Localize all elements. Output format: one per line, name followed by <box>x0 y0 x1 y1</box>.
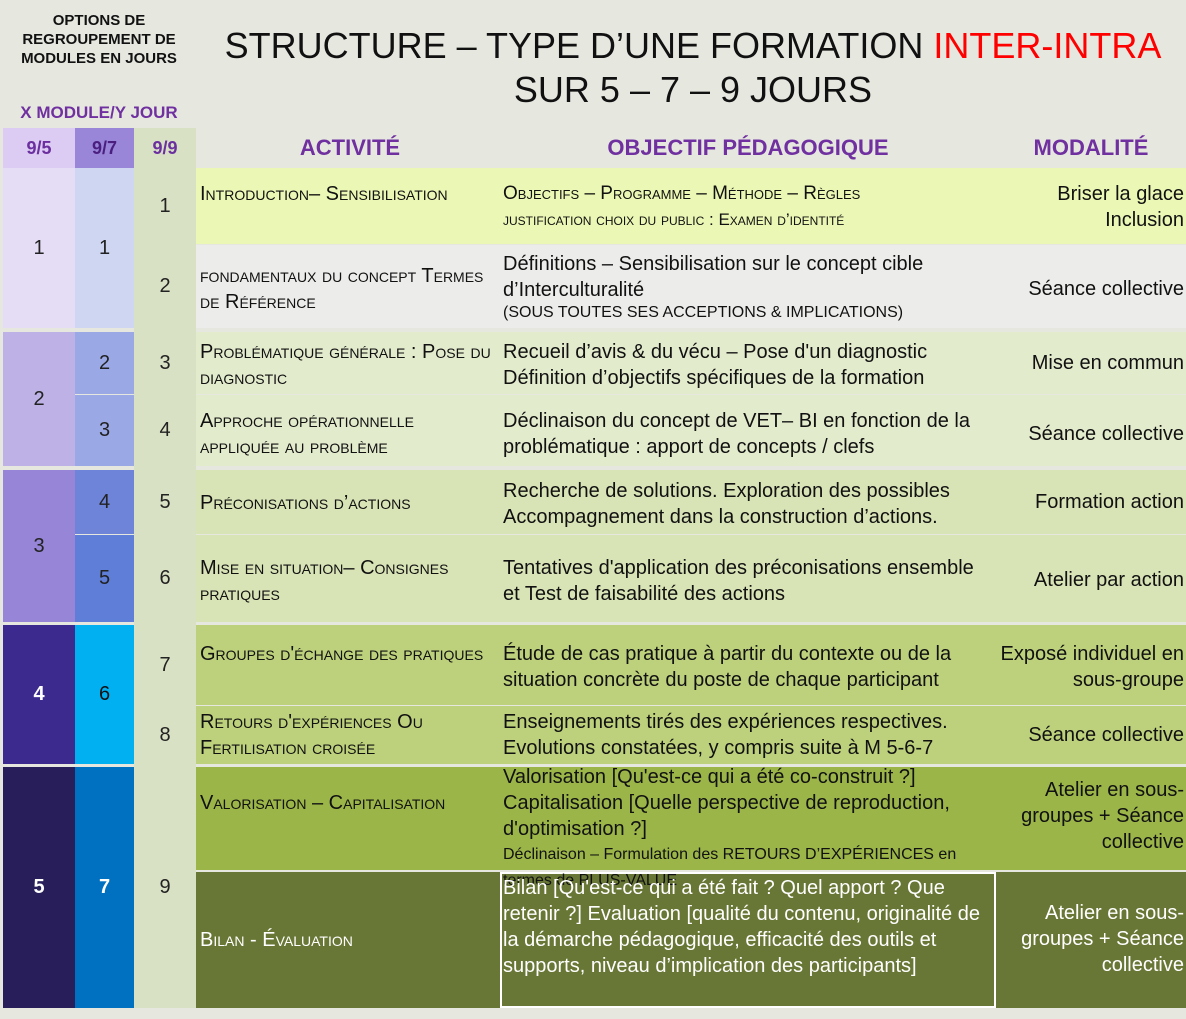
module-num-9: 9 <box>159 876 171 898</box>
group97-7: 7 <box>75 767 134 1008</box>
group97-6: 6 <box>75 625 134 764</box>
objective-1: Objectifs – Programme – Méthode – Règles… <box>503 181 993 233</box>
modality-3: Mise en commun <box>1031 352 1184 374</box>
group95-1: 1 <box>3 168 75 328</box>
modality-7: Exposé individuel en sous-groupe <box>1000 643 1184 691</box>
objective-6: Tentatives d'application des préconisati… <box>503 557 974 605</box>
activity-6: Mise en situation– Consignes pratiques <box>200 557 449 605</box>
bilan-objective-box <box>500 872 996 1008</box>
objective-1-line2: justification choix du public : Examen d… <box>503 210 845 229</box>
row-bg-9 <box>196 767 1186 870</box>
modality-9: Atelier en sous-groupes + Séance collect… <box>1021 779 1184 853</box>
row-bg-2 <box>196 245 1186 328</box>
group97-1: 1 <box>75 168 134 328</box>
module-num-2: 2 <box>159 275 171 297</box>
activity-1: Introduction– Sensibilisation <box>200 183 448 205</box>
row-bg-1 <box>196 168 1186 244</box>
objective-2-line2: (SOUS TOUTES SES ACCEPTIONS & IMPLICATIO… <box>503 304 904 321</box>
objective-2-line1: Définitions – Sensibilisation sur le con… <box>503 253 924 301</box>
activity-9: Valorisation – Capitalisation <box>200 792 446 814</box>
modality-1: Briser la glace Inclusion <box>1057 183 1184 231</box>
objective-4: Déclinaison du concept de VET– BI en fon… <box>503 410 970 458</box>
objective-10: Bilan [Qu'est-ce qui a été fait ? Quel a… <box>503 877 980 977</box>
modality-4: Séance collective <box>1028 423 1184 445</box>
group97-4: 4 <box>75 470 134 534</box>
col-header-activity: ACTIVITÉ <box>299 135 401 160</box>
col-header-9-9: 9/9 <box>134 128 196 168</box>
modality-2: Séance collective <box>1028 278 1184 300</box>
title-highlight: INTER-INTRA <box>933 25 1162 66</box>
objective-9-line1: Valorisation [Qu'est-ce qui a été co-con… <box>503 766 950 840</box>
objective-5: Recherche de solutions. Exploration des … <box>503 480 950 528</box>
page-title: STRUCTURE – TYPE D’UNE FORMATION INTER-I… <box>200 24 1186 114</box>
group95-4: 4 <box>3 625 75 764</box>
title-line2: SUR 5 – 7 – 9 JOURS <box>513 69 873 110</box>
col-header-modality: MODALITÉ <box>1033 135 1149 160</box>
modality-5: Formation action <box>1035 491 1184 513</box>
module-num-8: 8 <box>159 723 171 746</box>
module-num-7: 7 <box>159 653 171 676</box>
objective-8: Enseignements tirés des expériences resp… <box>503 711 948 759</box>
module-num-6: 6 <box>159 567 171 589</box>
group97-5: 5 <box>75 535 134 622</box>
module-per-day-label: X MODULE/Y JOUR <box>20 103 178 122</box>
activity-2: fondamentaux du concept Termes de Référe… <box>200 265 484 313</box>
modality-6: Atelier par action <box>1033 569 1184 591</box>
group95-5: 5 <box>3 767 75 1008</box>
module-num-1: 1 <box>159 194 171 217</box>
row-bg-4 <box>196 395 1186 466</box>
row-bg-5 <box>196 470 1186 534</box>
objective-2: Définitions – Sensibilisation sur le con… <box>503 251 993 323</box>
objective-3: Recueil d’avis & du vécu – Pose d'un dia… <box>503 341 928 389</box>
col99-bg <box>134 168 196 1008</box>
modality-10: Atelier en sous-groupes + Séance collect… <box>1021 902 1184 976</box>
objective-7: Étude de cas pratique à partir du contex… <box>503 643 952 691</box>
col-header-objective: OBJECTIF PÉDAGOGIQUE <box>607 135 889 160</box>
group95-3: 3 <box>3 470 75 622</box>
title-prefix: STRUCTURE – TYPE D’UNE FORMATION <box>224 25 924 66</box>
module-num-5: 5 <box>159 490 171 513</box>
group95-2: 2 <box>3 332 75 466</box>
row-bg-6 <box>196 535 1186 622</box>
row-bg-7 <box>196 625 1186 705</box>
row-bg-3 <box>196 332 1186 394</box>
activity-4: Approche opérationnelle appliquée au pro… <box>200 410 414 458</box>
objective-9: Valorisation [Qu'est-ce qui a été co-con… <box>503 764 993 894</box>
row-bg-8 <box>196 706 1186 764</box>
activity-7: Groupes d'échange des pratiques <box>200 643 484 665</box>
activity-3: Problématique générale : Pose du diagnos… <box>200 341 491 389</box>
objective-9-line2: Déclinaison – Formulation des RETOURS D’… <box>503 846 957 889</box>
modality-8: Séance collective <box>1028 724 1184 746</box>
options-label: OPTIONS DE REGROUPEMENT DE MODULES EN JO… <box>21 11 177 67</box>
row-bg-10 <box>196 872 1186 1008</box>
module-num-4: 4 <box>159 419 171 441</box>
objective-1-line1: Objectifs – Programme – Méthode – Règles <box>503 183 861 204</box>
activity-8: Retours d'expériences Ou Fertilisation c… <box>200 711 423 759</box>
activity-5: Préconisations d’actions <box>200 492 411 514</box>
module-num-3: 3 <box>159 351 171 374</box>
activity-10: Bilan - Évaluation <box>200 929 353 951</box>
group97-3: 3 <box>75 395 134 466</box>
col-header-9-7: 9/7 <box>75 128 134 168</box>
group97-2: 2 <box>75 332 134 394</box>
col-header-9-5: 9/5 <box>3 128 75 168</box>
